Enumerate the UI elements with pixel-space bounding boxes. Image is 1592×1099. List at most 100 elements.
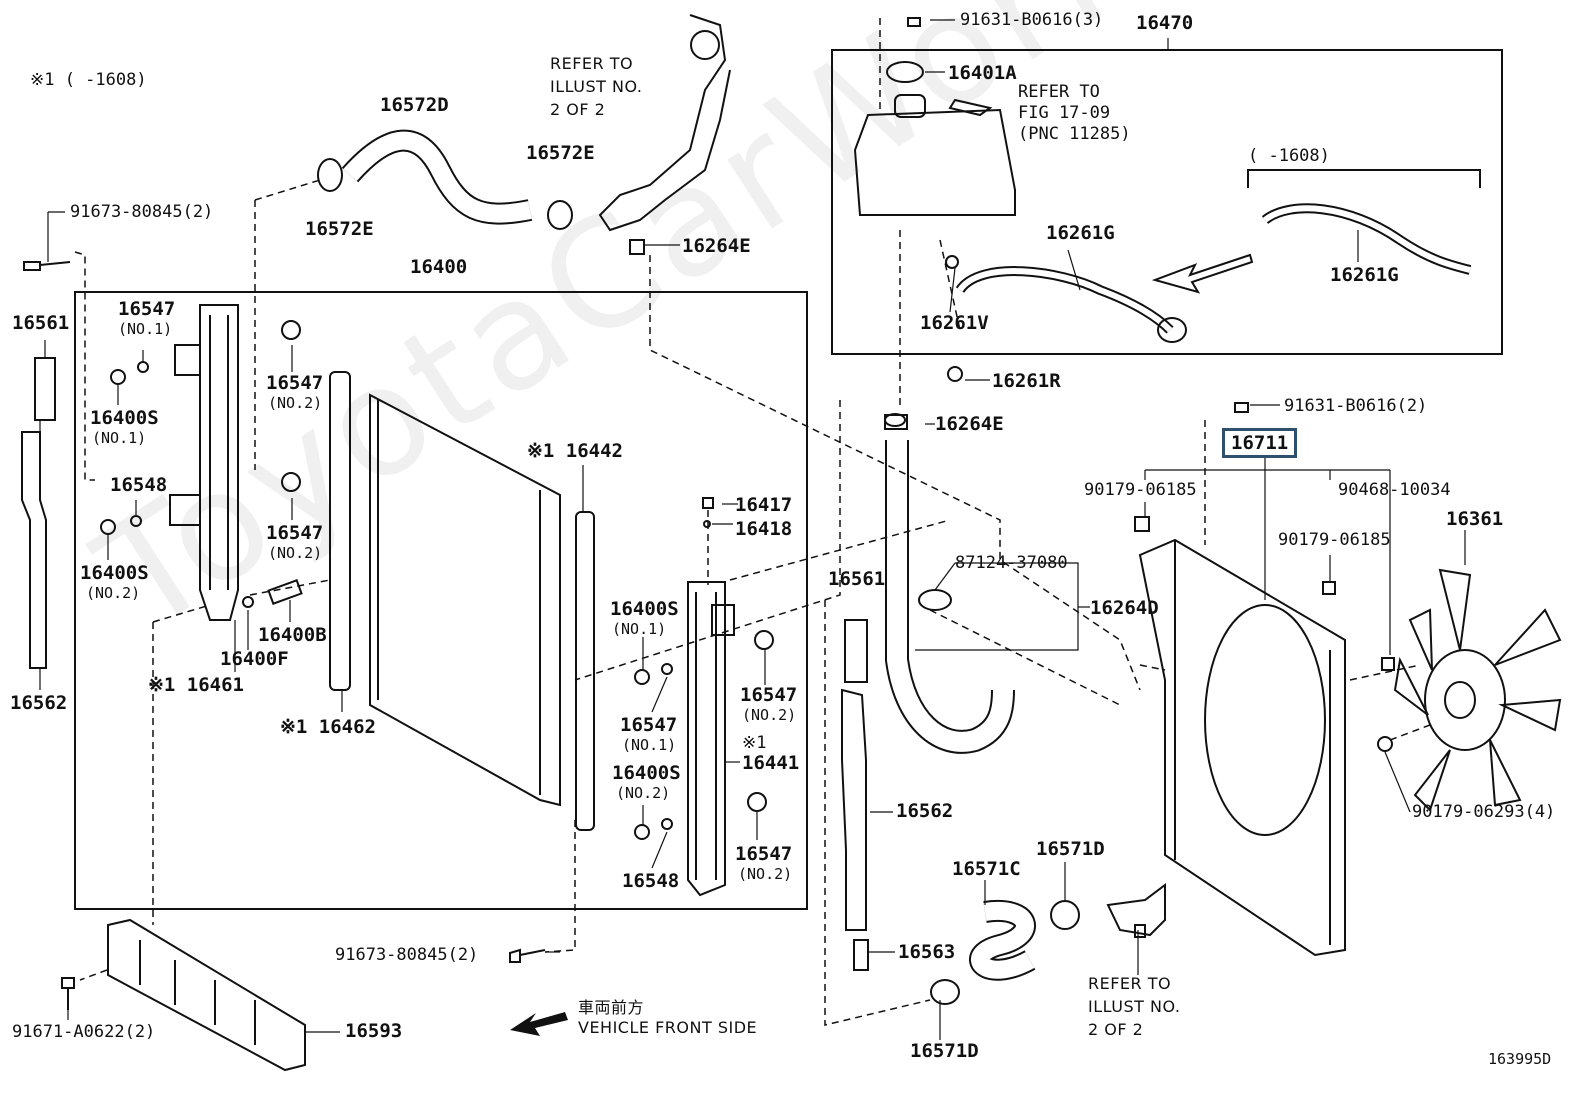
part-90179-06293-4[interactable]: 90179-06293(4) [1412,802,1556,822]
part-16547-no1-left[interactable]: 16547 [118,298,176,320]
part-16400B[interactable]: 16400B [258,624,327,646]
part-91673-80845-left[interactable]: 91673-80845(2) [70,202,214,222]
baffle-16561-left [34,357,56,421]
part-16462[interactable]: ※1 16462 [280,716,376,738]
fan-16361 [1393,568,1562,812]
part-16562-right[interactable]: 16562 [896,800,954,822]
clamp-16571D-lower [930,979,960,1005]
part-16261R[interactable]: 16261R [992,370,1061,392]
part-16264D[interactable]: 16264D [1090,597,1159,619]
clamp-16571D-upper [1050,900,1080,930]
part-16562-left[interactable]: 16562 [10,692,68,714]
refer-fig: REFER TO FIG 17-09 (PNC 11285) [1018,82,1131,144]
note-range-1: ※1 ( -1608) [30,70,147,90]
baffle-16561-right [844,619,868,683]
part-91631-b0616-2[interactable]: 91631-B0616(2) [1284,396,1428,416]
part-16593[interactable]: 16593 [345,1020,403,1042]
part-16547-no1-left-note: (NO.1) [118,320,173,338]
part-91631-b0616-3[interactable]: 91631-B0616(3) [960,10,1104,30]
clamp-16572E-right [547,200,573,230]
part-16547-no2-right-b-note: (NO.2) [738,865,793,883]
part-16400S-no2-right-note: (NO.2) [616,784,671,802]
part-16547-no2-left-a-note: (NO.2) [268,394,323,412]
reservoir-assembly-box [831,49,1503,355]
part-16563[interactable]: 16563 [898,941,956,963]
bolt-91671 [61,977,75,1010]
part-16400[interactable]: 16400 [410,256,468,278]
radiator-core [369,393,561,807]
part-16571D-upper[interactable]: 16571D [1036,838,1105,860]
part-16400F[interactable]: 16400F [220,648,289,670]
seal-16562-left [21,431,47,669]
part-16261G-main[interactable]: 16261G [1046,222,1115,244]
seal-16562-right [841,688,867,931]
part-16400S-no1-left[interactable]: 16400S [90,407,159,429]
part-87124-37080[interactable]: 87124-37080 [955,553,1068,573]
part-16547-no2-left-a[interactable]: 16547 [266,372,324,394]
water-outlet-pipe [598,14,731,232]
oring-16400F [242,596,254,608]
bolt-91673-bottom [509,948,546,963]
arrow-right-box [1151,253,1254,294]
part-16400S-no2-left-note: (NO.2) [86,584,141,602]
part-16400S-no2-left[interactable]: 16400S [80,562,149,584]
shroud-16711 [1138,538,1346,957]
diagram-code: 163995D [1488,1050,1552,1068]
part-16400S-no2-right[interactable]: 16400S [612,762,681,784]
part-16572E-right[interactable]: 16572E [526,142,595,164]
part-16442[interactable]: ※1 16442 [527,440,623,462]
gasket-16462 [329,371,351,691]
part-16361[interactable]: 16361 [1446,508,1504,530]
part-16261G-alt[interactable]: 16261G [1330,264,1399,286]
radiator-assembly-box [74,291,808,910]
part-16418[interactable]: 16418 [735,518,793,540]
part-16572D[interactable]: 16572D [380,94,449,116]
washer-16400S-b [100,519,116,535]
part-16547-no1-right[interactable]: 16547 [620,714,678,736]
part-90179-06185-right[interactable]: 90179-06185 [1278,530,1391,550]
part-16417[interactable]: 16417 [735,494,793,516]
part-16261V[interactable]: 16261V [920,312,989,334]
part-16547-no2-right-a[interactable]: 16547 [740,684,798,706]
water-inlet [1106,883,1166,937]
drain-16400B [267,579,303,605]
part-16571C[interactable]: 16571C [952,858,1021,880]
part-16400S-no1-right[interactable]: 16400S [610,598,679,620]
refer-illust-bottom: REFER TO ILLUST NO. 2 OF 2 [1088,974,1181,1039]
part-16547-no2-right-b[interactable]: 16547 [735,843,793,865]
part-16264E-top[interactable]: 16264E [682,235,751,257]
shroud-16593 [107,918,306,1072]
reservoir-16470 [853,108,1016,216]
part-16561-left[interactable]: 16561 [12,312,70,334]
part-16264E-mid[interactable]: 16264E [935,413,1004,435]
part-16548-right[interactable]: 16548 [622,870,680,892]
vehicle-front-arrow [510,1012,568,1036]
part-16548-left[interactable]: 16548 [110,474,168,496]
gasket-16442 [575,511,595,831]
part-16547-no2-left-b-note: (NO.2) [268,544,323,562]
part-16441[interactable]: 16441 [742,752,800,774]
part-16547-no2-right-a-note: (NO.2) [742,706,797,724]
part-91673-80845-bottom[interactable]: 91673-80845(2) [335,945,479,965]
part-16547-no1-right-note: (NO.1) [622,736,677,754]
part-16461[interactable]: ※1 16461 [148,674,244,696]
part-16400S-no1-left-note: (NO.1) [92,429,147,447]
part-16711-highlighted[interactable]: 16711 [1222,428,1298,458]
part-16571D-lower[interactable]: 16571D [910,1040,979,1062]
part-16572E-left[interactable]: 16572E [305,218,374,240]
part-16441-note: ※1 [742,733,767,753]
part-16470[interactable]: 16470 [1136,12,1194,34]
cap-16401A [886,61,924,83]
part-16401A[interactable]: 16401A [948,62,1017,84]
tank-16461 [199,304,239,621]
part-90179-06185-left[interactable]: 90179-06185 [1084,480,1197,500]
cushion-16547-a [281,320,301,340]
vehicle-front-jp: 車両前方 [578,998,645,1017]
washer-16400S-a [110,369,126,385]
part-90468-10034[interactable]: 90468-10034 [1338,480,1451,500]
part-91671-a0622-2[interactable]: 91671-A0622(2) [12,1022,156,1042]
part-16547-no2-left-b[interactable]: 16547 [266,522,324,544]
part-16561-right[interactable]: 16561 [828,568,886,590]
